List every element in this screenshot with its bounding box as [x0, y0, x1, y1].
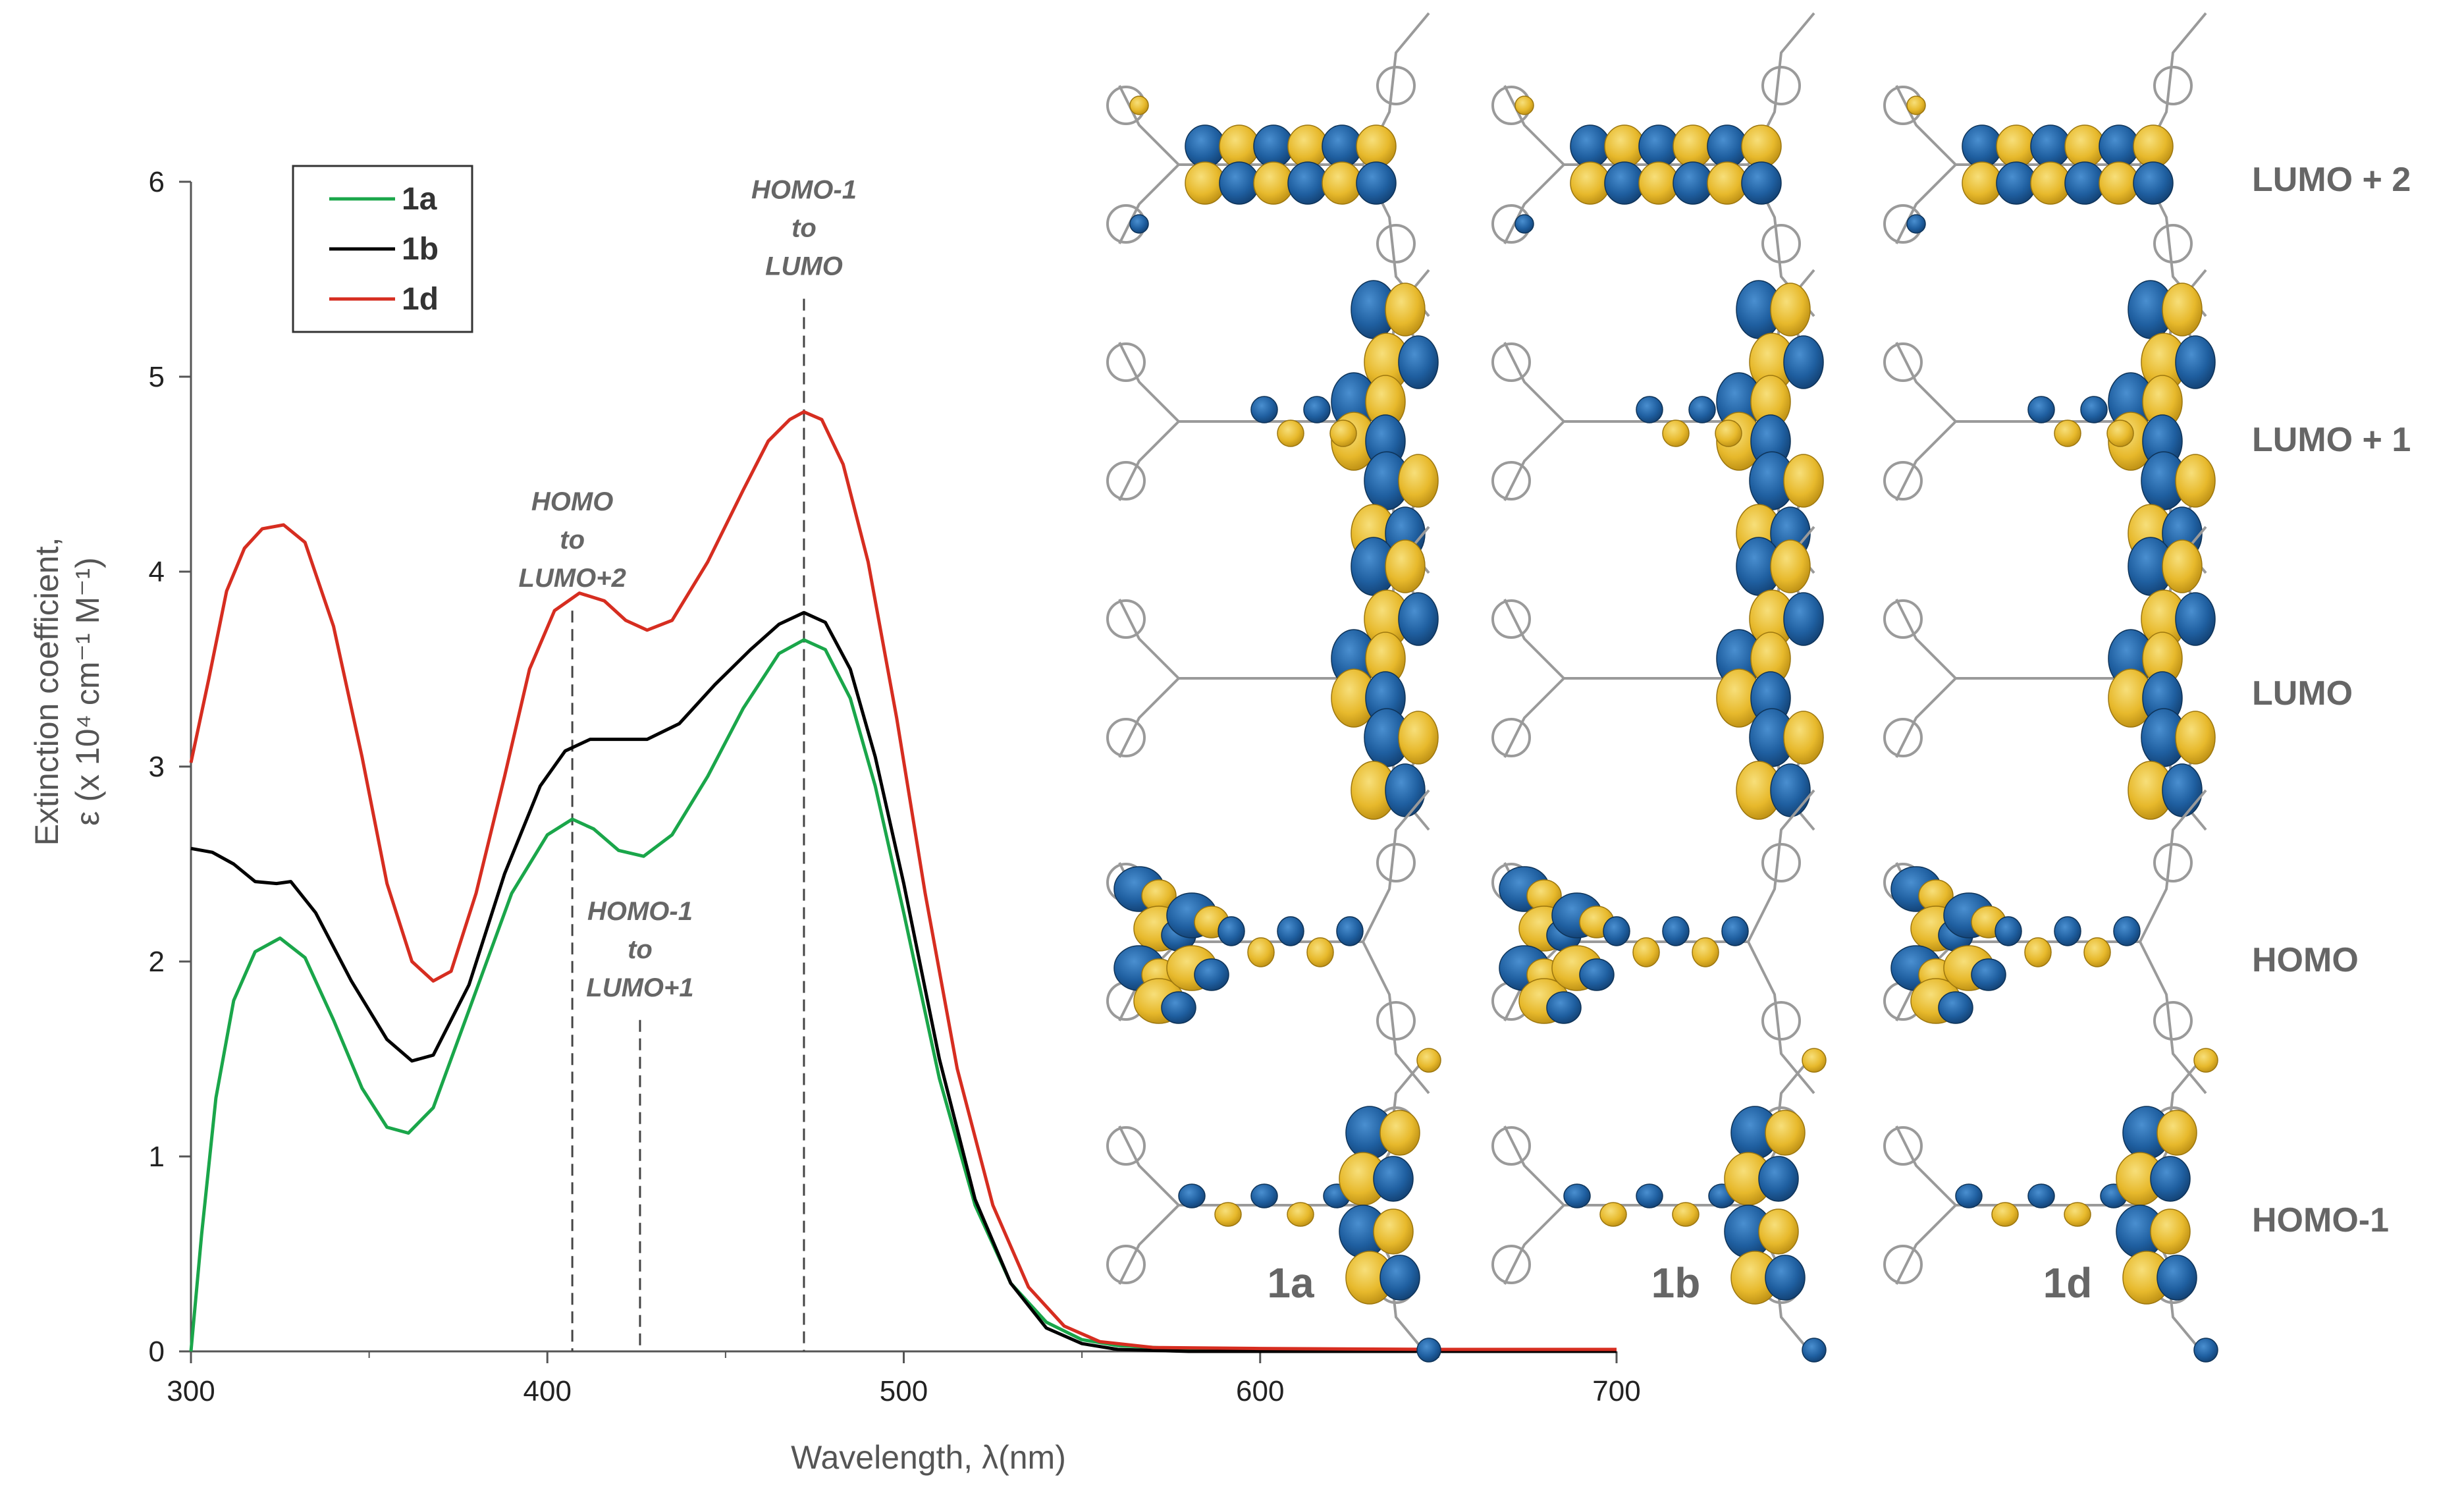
orbital-image: [1883, 526, 2216, 831]
y-axis-title-line1: Extinction coefficient,: [28, 537, 65, 846]
y-tick-label: 4: [149, 556, 165, 588]
orbital-image: [1491, 789, 1815, 1095]
transition-label: to: [628, 935, 653, 964]
transition-label: LUMO+2: [518, 564, 626, 593]
transition-label: to: [560, 526, 585, 555]
transition-label: LUMO+1: [586, 973, 693, 1002]
y-tick-label: 3: [149, 751, 165, 783]
series-lines: [189, 410, 1617, 1353]
transition-label: HOMO-1: [751, 176, 857, 205]
transition-label: HOMO: [531, 487, 613, 516]
orbital-image: [1106, 1048, 1441, 1363]
y-tick-label: 5: [149, 361, 165, 393]
orbital-image: [1883, 1048, 2218, 1363]
y-tick-label: 1: [149, 1141, 165, 1173]
legend-label-1a: 1a: [402, 182, 437, 217]
orbital-image: [1491, 1048, 1827, 1363]
x-axis-title: Wavelength, λ(nm): [791, 1439, 1066, 1476]
series-line-1a: [189, 638, 1617, 1352]
x-tick-label: 700: [1592, 1375, 1640, 1407]
x-tick-label: 500: [880, 1375, 928, 1407]
orbital-image: [1883, 789, 2207, 1095]
y-tick-label: 2: [149, 946, 165, 978]
column-label-1a: 1a: [1267, 1259, 1314, 1307]
orbital-image: [1883, 12, 2207, 317]
series-line-1d: [189, 410, 1617, 1351]
legend: 1a 1b 1d: [292, 165, 473, 333]
x-tick-label: 600: [1236, 1375, 1284, 1407]
orbital-image: [1106, 526, 1439, 831]
row-label-homo: HOMO: [2252, 941, 2359, 979]
x-ticks: 300 400 500 600 700: [167, 1351, 1641, 1407]
row-label-lumo-plus-2: LUMO + 2: [2252, 161, 2411, 199]
legend-label-1d: 1d: [402, 282, 439, 317]
orbital-image: [1491, 269, 1824, 574]
y-axis-title-line2: ε (x 10⁴ cm⁻¹ M⁻¹): [69, 557, 106, 826]
orbital-image: [1106, 789, 1430, 1095]
x-tick-label: 300: [167, 1375, 215, 1407]
transition-label: to: [791, 214, 817, 243]
row-label-lumo-plus-1: LUMO + 1: [2252, 421, 2411, 459]
transition-label: LUMO: [765, 252, 843, 281]
orbital-image: [1106, 269, 1439, 574]
column-label-1b: 1b: [1651, 1259, 1701, 1307]
y-tick-label: 0: [149, 1336, 165, 1368]
orbital-image: [1491, 526, 1824, 831]
y-ticks: 0 1 2 3 4 5 6: [149, 166, 191, 1368]
orbital-image: [1106, 12, 1430, 317]
y-tick-label: 6: [149, 166, 165, 198]
row-label-lumo: LUMO: [2252, 674, 2353, 713]
transition-label: HOMO-1: [587, 897, 693, 926]
column-label-1d: 1d: [2043, 1259, 2093, 1307]
x-tick-label: 400: [523, 1375, 572, 1407]
legend-label-1b: 1b: [402, 232, 439, 267]
orbital-image: [1491, 12, 1815, 317]
row-label-homo-minus-1: HOMO-1: [2252, 1201, 2389, 1239]
orbital-panel: [1106, 12, 2218, 1363]
orbital-image: [1883, 269, 2216, 574]
series-line-1b: [190, 610, 1617, 1353]
